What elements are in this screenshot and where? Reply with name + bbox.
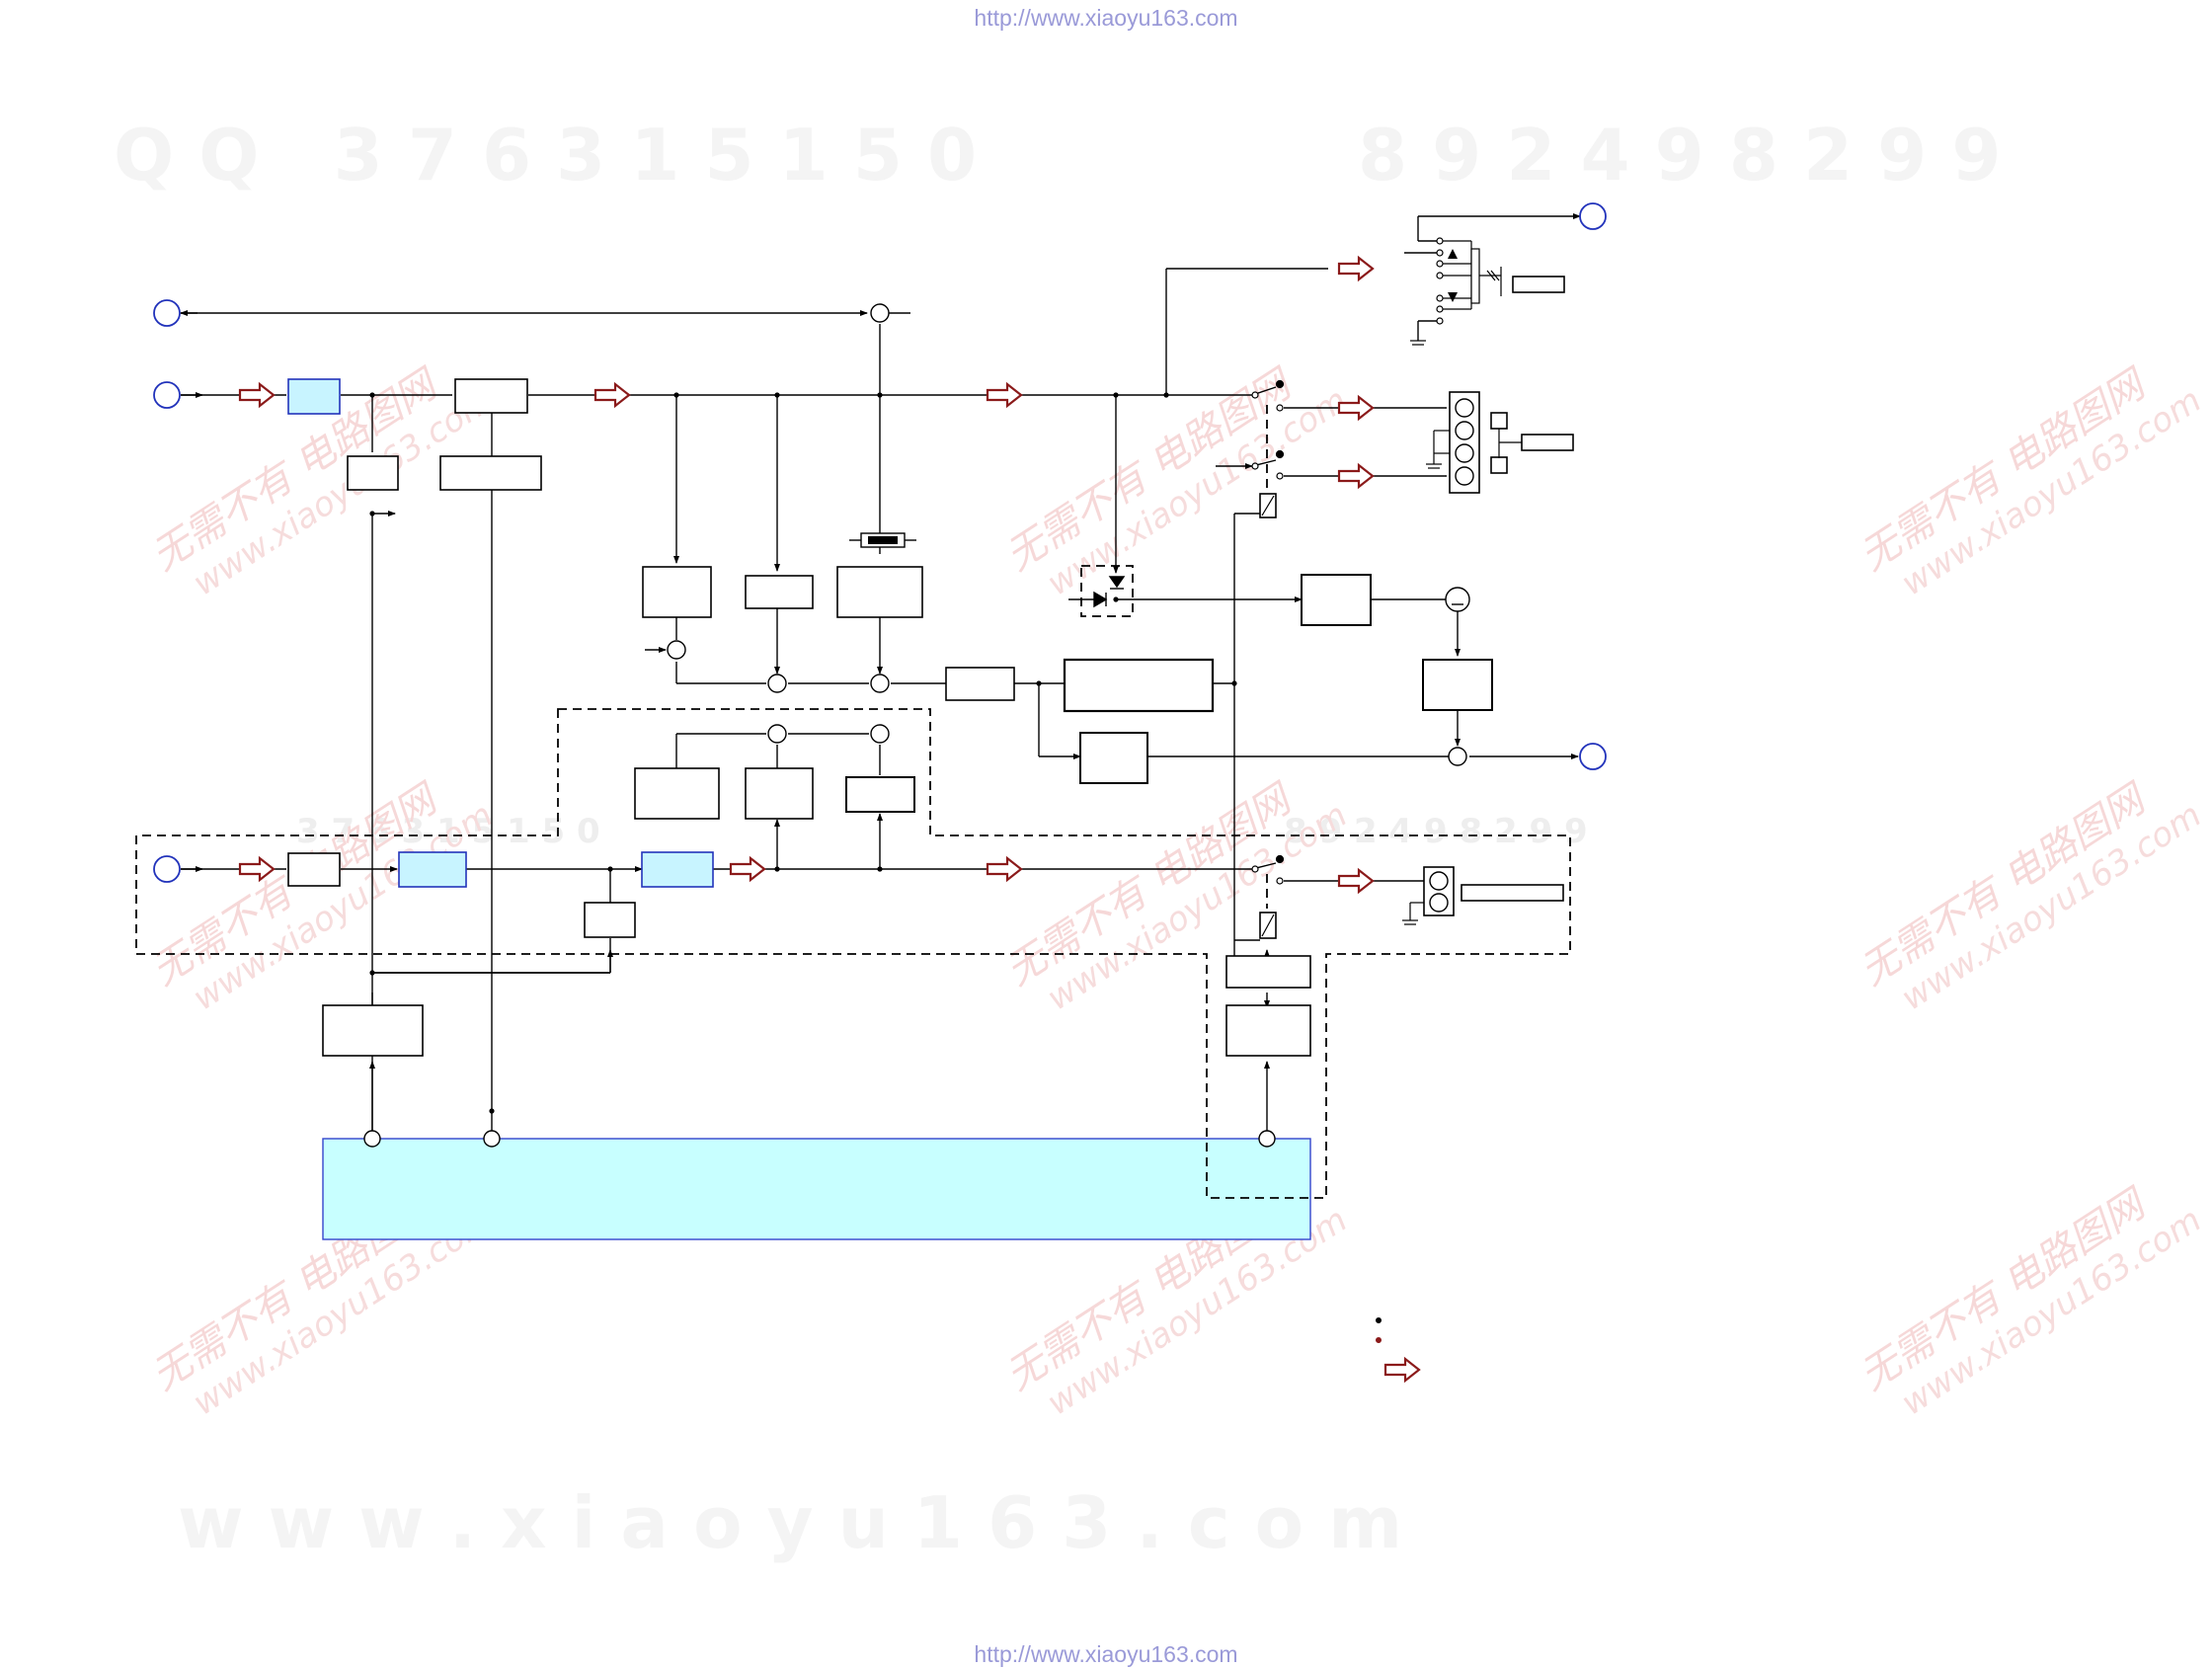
signal-path-arrow-icon (238, 856, 276, 882)
watermark-qq-left: Q Q 3 7 6 3 1 5 1 5 0 (114, 114, 978, 197)
watermark-bottom-url: w w w . x i a o y u 1 6 3 . c o m (178, 1481, 1403, 1564)
block-amp (1301, 574, 1372, 626)
block-ctrl-r1 (1225, 955, 1311, 989)
node-top (870, 303, 890, 323)
signal-path-arrow-icon (986, 856, 1023, 882)
block-highlight-input (287, 378, 341, 415)
block-system-controller (322, 1138, 1311, 1240)
switch-contact-3a (1275, 854, 1285, 864)
connector-right-out (1579, 743, 1607, 770)
legend (1376, 1317, 1421, 1383)
watermark-mid-left: 3 7 6 3 1 5 1 5 0 (296, 812, 600, 851)
switch-contact-2a (1275, 449, 1285, 459)
block-control-left (322, 1004, 424, 1057)
diode-icon-1 (1093, 591, 1108, 608)
block-ctrl-r2 (1225, 1004, 1311, 1057)
connector-input-2 (153, 855, 181, 883)
node-ctrl-2 (483, 1130, 501, 1148)
block-left-wide (439, 455, 542, 491)
block-top-1 (454, 378, 528, 414)
fuse-core-icon (868, 536, 898, 544)
node-sum-out (1448, 747, 1467, 766)
signal-path-arrow-icon (1337, 463, 1375, 489)
legend-dot-black (1376, 1317, 1382, 1323)
switch-contact-2b (1276, 472, 1284, 480)
node-sum-3 (870, 674, 890, 693)
legend-dot-red (1376, 1337, 1382, 1343)
block-lower-b (745, 767, 814, 820)
block-lower-c (845, 776, 915, 813)
block-mid-lower (1079, 732, 1148, 784)
signal-path-arrow-icon (1337, 256, 1375, 281)
block-left-small (347, 455, 399, 491)
node-sum-5 (870, 724, 890, 744)
block-proc-a (642, 566, 712, 618)
diode-icon-2 (1108, 576, 1126, 589)
node-ctrl-1 (363, 1130, 381, 1148)
node-sum-2 (767, 674, 787, 693)
block-highlight-proc (641, 851, 714, 888)
block-spk-label (1521, 434, 1574, 451)
block-spk-small-1 (1490, 412, 1508, 430)
block-line-in-1 (287, 852, 341, 887)
connector-top-left (153, 299, 181, 327)
watermark-qq-right: 8 9 2 4 9 8 2 9 9 (1358, 114, 2002, 197)
signal-path-arrow-icon (1337, 868, 1375, 894)
block-line-small (584, 902, 636, 938)
node-ctrl-3 (1258, 1130, 1276, 1148)
signal-path-arrow-icon (729, 856, 766, 882)
dashed-region-line-module (135, 708, 1571, 1199)
header-url[interactable]: http://www.xiaoyu163.com (974, 5, 1238, 31)
node-sum-1 (667, 640, 686, 660)
switch-contact-3b (1276, 877, 1284, 885)
signal-path-arrow-icon (1337, 395, 1375, 421)
block-lower-a (634, 767, 720, 820)
block-line-label (1461, 884, 1564, 902)
connector-top-right (1579, 202, 1607, 230)
signal-path-arrow-icon (1383, 1357, 1421, 1383)
switch-contact-1b (1276, 404, 1284, 412)
block-highlight-line (398, 851, 467, 888)
headphone-jack-icon (1436, 237, 1444, 325)
connector-input-1 (153, 381, 181, 409)
block-proc-b (745, 575, 814, 609)
signal-path-arrow-icon (593, 382, 631, 408)
block-proc-c (836, 566, 923, 618)
block-right-mid (1422, 659, 1493, 711)
block-mid-1 (945, 667, 1015, 701)
signal-path-arrow-icon (238, 382, 276, 408)
block-spk-small-2 (1490, 456, 1508, 474)
block-jack-label (1512, 276, 1565, 293)
block-mid-wide (1063, 658, 1215, 713)
node-sum-4 (767, 724, 787, 744)
meter-node (1445, 587, 1470, 612)
signal-path-arrow-icon (986, 382, 1023, 408)
switch-contact-1a (1275, 379, 1285, 389)
dashed-region-diode (1080, 565, 1134, 617)
